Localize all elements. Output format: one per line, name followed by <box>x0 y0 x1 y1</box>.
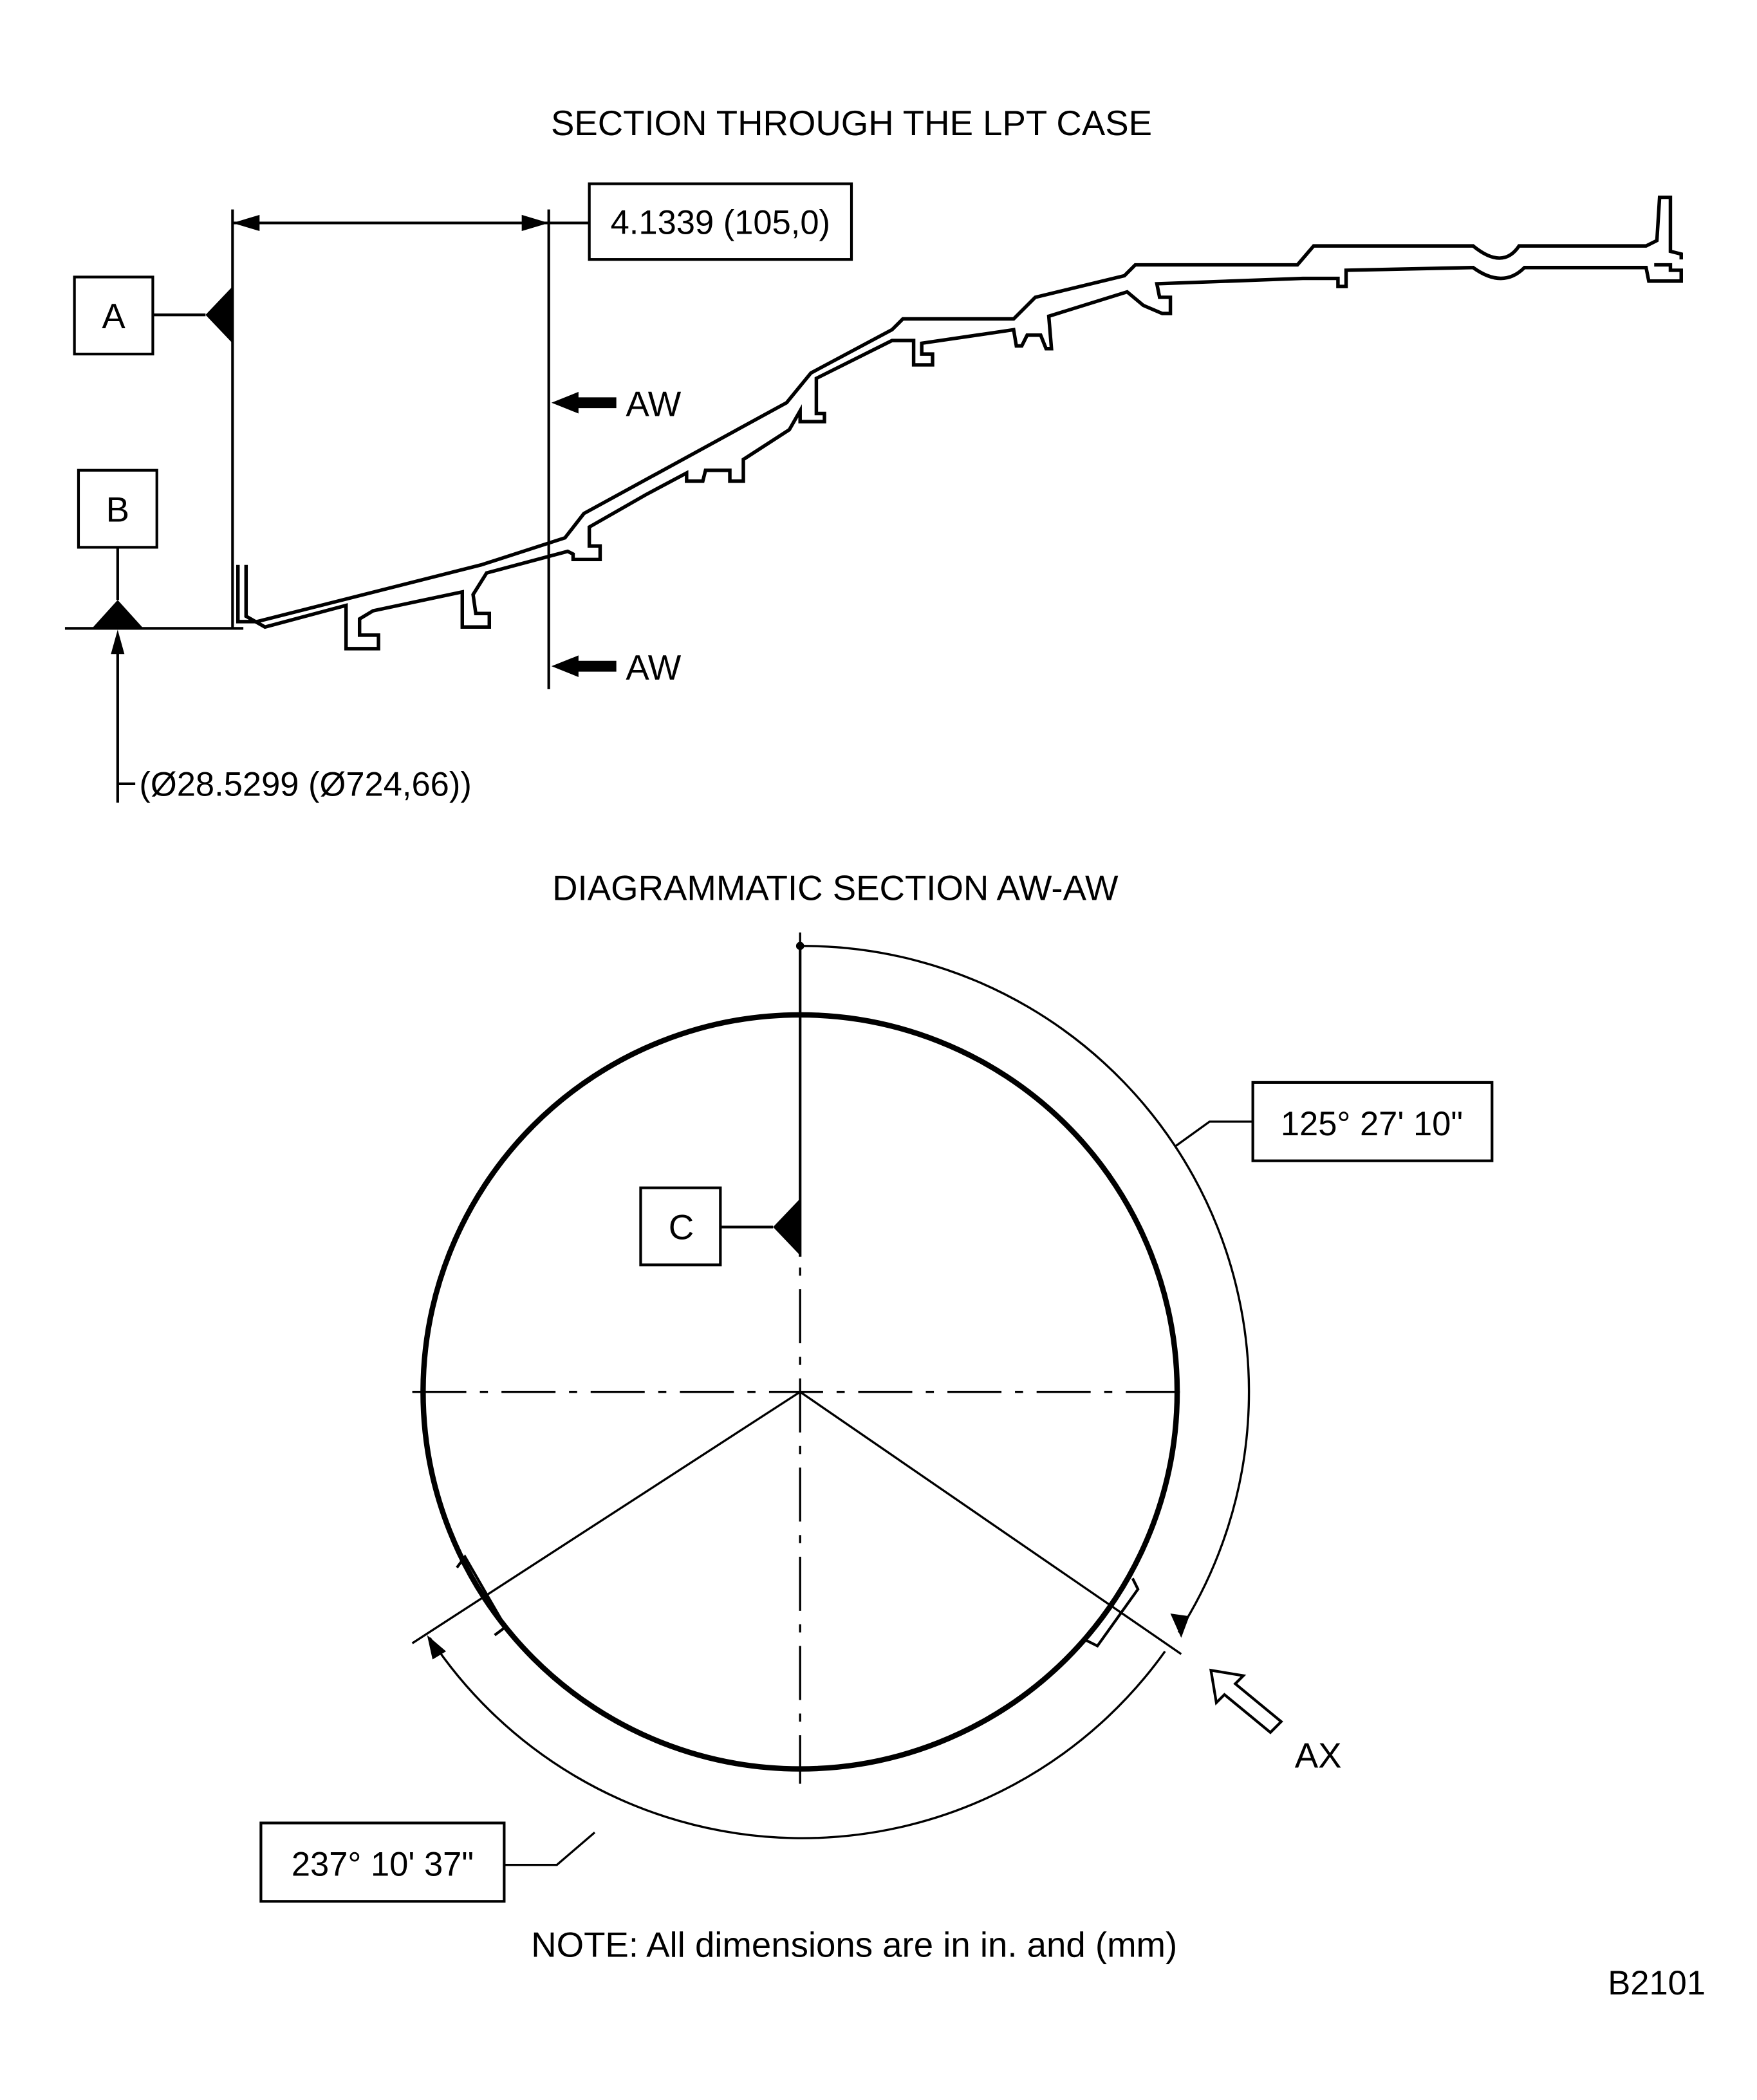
section-arrow-upper-icon <box>551 391 617 414</box>
datum-b-label: B <box>106 490 129 530</box>
slot-feature-right <box>1086 1577 1140 1648</box>
radial-line-right <box>799 1391 1182 1655</box>
view-arrow-label: AX <box>1295 1736 1342 1775</box>
datum-a-triangle-icon <box>205 286 233 344</box>
figure-id: B2101 <box>1608 1964 1706 2002</box>
angle-arc-lower-arrow-icon <box>427 1635 447 1660</box>
arrowhead-right-icon <box>521 214 549 232</box>
datum-b-triangle-icon <box>91 600 144 629</box>
datum-a-label: A <box>102 297 126 336</box>
dimension-box <box>588 182 853 261</box>
section-marker-lower: AW <box>626 648 681 687</box>
angle-lower-leader <box>504 1831 596 1866</box>
angle-arc-lower <box>429 1637 1166 1839</box>
diameter-label: (Ø28.5299 (Ø724,66)) <box>139 766 471 804</box>
angle-lower-value: 237° 10' 37" <box>292 1845 474 1883</box>
angle-upper-leader <box>1175 1120 1253 1147</box>
datum-c-triangle-icon <box>773 1198 801 1256</box>
view-arrow-ax-icon <box>1209 1668 1283 1734</box>
arrowhead-left-icon <box>232 214 260 232</box>
radial-line-left <box>411 1391 801 1644</box>
angle-upper-box <box>1251 1081 1494 1162</box>
dimensions-note: NOTE: All dimensions are in in. and (mm) <box>531 1925 1177 1964</box>
datum-c-label: C <box>669 1207 694 1247</box>
section-arrow-lower-icon <box>551 655 617 677</box>
dimension-value: 4.1339 (105,0) <box>611 203 830 241</box>
section-marker-upper: AW <box>626 385 681 424</box>
angle-arc-upper-arrow-icon <box>1170 1613 1189 1638</box>
top-section-title: SECTION THROUGH THE LPT CASE <box>551 104 1152 143</box>
angle-lower-box <box>259 1821 506 1903</box>
diameter-arrow-icon <box>111 629 125 655</box>
lpt-case-profile-inner <box>244 263 1683 651</box>
slot-feature-left <box>456 1554 508 1637</box>
angle-arc-upper <box>800 945 1250 1633</box>
lpt-case-profile-outer <box>236 195 1683 624</box>
arc-origin-dot <box>795 942 804 951</box>
bottom-section-title: DIAGRAMMATIC SECTION AW-AW <box>552 868 1119 907</box>
angle-upper-value: 125° 27' 10" <box>1281 1105 1463 1143</box>
